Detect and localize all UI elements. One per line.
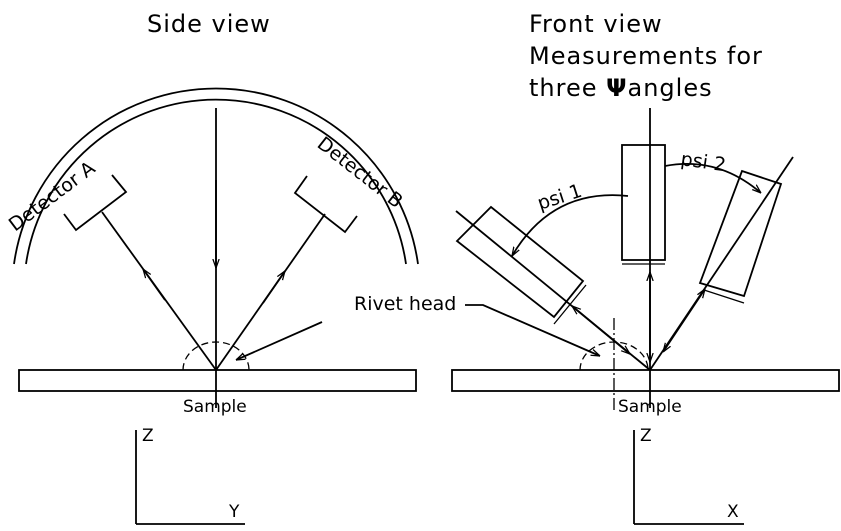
rivet-dome — [182, 341, 250, 371]
side-sample-label: Sample — [183, 397, 247, 417]
psi1-label: psi 1 — [535, 180, 585, 215]
front-sample-label: Sample — [618, 397, 682, 417]
detector-b-box — [293, 175, 358, 234]
left-detector-box — [455, 205, 585, 319]
right-detector-box — [698, 169, 783, 298]
beam-b-arrow — [262, 271, 285, 304]
center-detector-box — [621, 144, 666, 261]
front-sample-plate — [451, 369, 840, 392]
front-axis-x-label: X — [727, 502, 739, 522]
detector-arc-outer — [13, 87, 419, 265]
front-view-title-line3: three Ψangles — [529, 74, 713, 102]
front-view-title-line2: Measurements for — [529, 42, 763, 70]
left-beam-arrows — [572, 306, 630, 354]
psi1-arc-arrow — [512, 194, 629, 256]
front-axis-z-label: Z — [640, 426, 652, 446]
front-view-title-line1: Front view — [529, 10, 663, 38]
side-view: Side view Detector A Detector B Sample Z… — [5, 10, 419, 525]
psi2-label: psi 2 — [679, 148, 727, 176]
rivet-head-leader — [465, 304, 600, 357]
psi-symbol: Ψ — [606, 74, 627, 102]
right-detector-window — [703, 289, 745, 304]
side-axis-z-label: Z — [142, 426, 154, 446]
side-view-title: Side view — [147, 10, 271, 38]
beam-a-arrow — [143, 269, 166, 301]
detector-arc-inner — [25, 98, 407, 265]
detector-b-label: Detector B — [313, 133, 407, 213]
front-view: Front view Measurements for three Ψangle… — [354, 10, 840, 525]
side-axis-y-label: Y — [228, 502, 240, 522]
right-beam-arrows — [663, 289, 705, 352]
rivet-pointer-arrow — [236, 321, 323, 361]
detector-a-box — [63, 174, 128, 232]
rivet-head-label: Rivet head — [354, 293, 456, 315]
side-sample-plate — [18, 369, 417, 392]
psi2-arc-arrow — [664, 163, 761, 193]
